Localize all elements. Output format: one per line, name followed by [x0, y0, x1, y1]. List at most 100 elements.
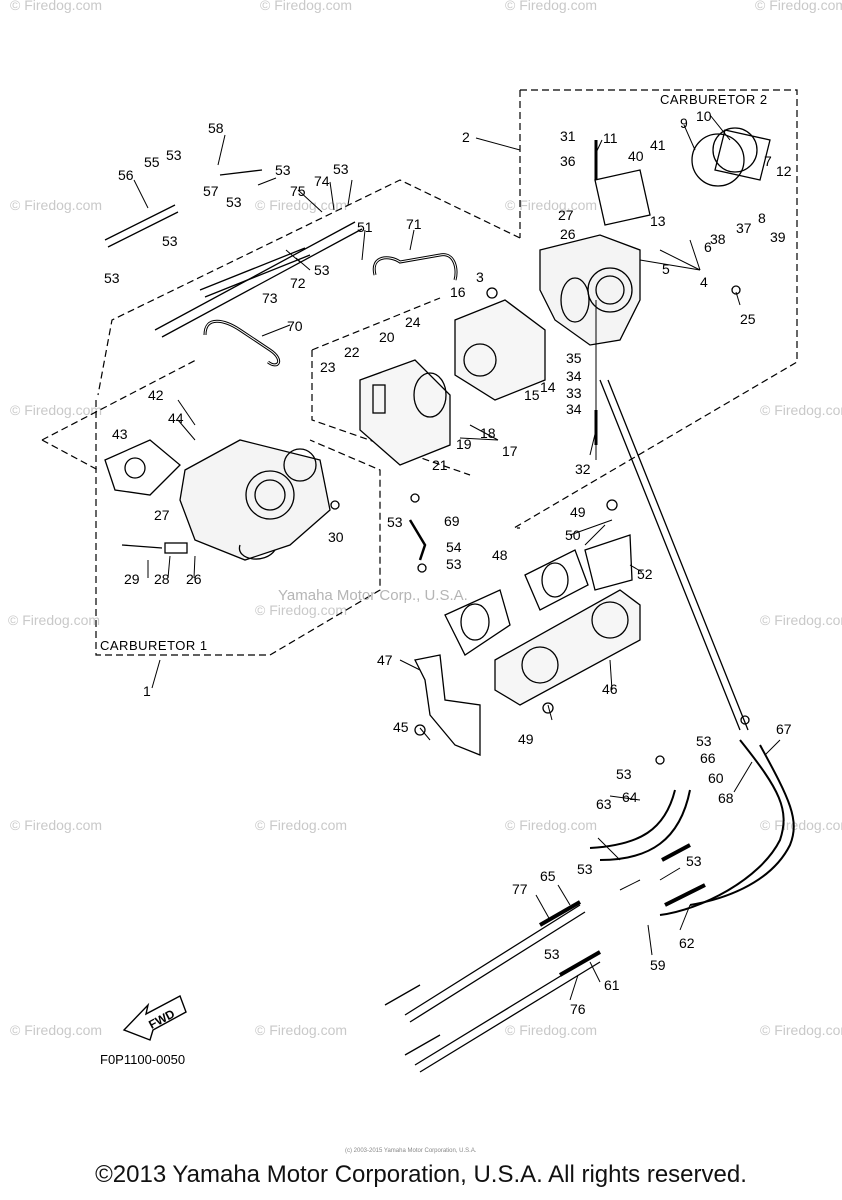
part-label-32: 32 [575, 461, 591, 477]
firedog-watermark: © Firedog.com [10, 0, 102, 13]
part-label-19: 19 [456, 436, 472, 452]
carburetor-2-title: CARBURETOR 2 [660, 92, 768, 107]
part-label-54: 54 [446, 539, 462, 555]
part-label-22: 22 [344, 344, 360, 360]
yamaha-watermark: Yamaha Motor Corp., U.S.A. [278, 587, 468, 604]
part-label-42: 42 [148, 387, 164, 403]
part-label-37: 37 [736, 220, 752, 236]
part-label-53: 53 [104, 270, 120, 286]
part-label-31: 31 [560, 128, 576, 144]
part-label-53: 53 [696, 733, 712, 749]
tiny-credit: (c) 2003-2015 Yamaha Motor Corporation, … [345, 1148, 477, 1154]
part-label-21: 21 [432, 457, 448, 473]
part-label-67: 67 [776, 721, 792, 737]
part-label-63: 63 [596, 796, 612, 812]
part-label-39: 39 [770, 229, 786, 245]
part-label-72: 72 [290, 275, 306, 291]
part-label-29: 29 [124, 571, 140, 587]
part-label-53: 53 [275, 162, 291, 178]
part-label-16: 16 [450, 284, 466, 300]
firedog-watermark: © Firedog.com [255, 1022, 347, 1038]
firedog-watermark: © Firedog.com [255, 817, 347, 833]
firedog-watermark: © Firedog.com [505, 1022, 597, 1038]
part-label-70: 70 [287, 318, 303, 334]
part-label-43: 43 [112, 426, 128, 442]
firedog-watermark: © Firedog.com [255, 602, 347, 618]
part-label-26: 26 [560, 226, 576, 242]
firedog-watermark: © Firedog.com [8, 612, 100, 628]
part-label-66: 66 [700, 750, 716, 766]
part-label-28: 28 [154, 571, 170, 587]
part-label-27: 27 [558, 207, 574, 223]
part-label-15: 15 [524, 387, 540, 403]
part-label-36: 36 [560, 153, 576, 169]
part-label-53: 53 [446, 556, 462, 572]
part-label-2: 2 [462, 129, 470, 145]
part-label-34: 34 [566, 368, 582, 384]
part-label-53: 53 [544, 946, 560, 962]
part-label-17: 17 [502, 443, 518, 459]
part-label-51: 51 [357, 219, 373, 235]
firedog-watermark: © Firedog.com [755, 0, 842, 13]
firedog-watermark: © Firedog.com [255, 197, 347, 213]
part-label-48: 48 [492, 547, 508, 563]
part-label-52: 52 [637, 566, 653, 582]
part-label-50: 50 [565, 527, 581, 543]
part-label-61: 61 [604, 977, 620, 993]
part-label-45: 45 [393, 719, 409, 735]
firedog-watermark: © Firedog.com [505, 197, 597, 213]
parts-artwork [104, 127, 795, 1073]
part-label-9: 9 [680, 115, 688, 131]
firedog-watermark: © Firedog.com [10, 197, 102, 213]
part-label-14: 14 [540, 379, 556, 395]
firedog-watermark: © Firedog.com [10, 817, 102, 833]
part-label-38: 38 [710, 231, 726, 247]
carburetor-1-title: CARBURETOR 1 [100, 638, 208, 653]
firedog-watermark: © Firedog.com [10, 402, 102, 418]
part-label-49: 49 [518, 731, 534, 747]
figure-reference: F0P1100-0050 [100, 1052, 185, 1067]
part-label-5: 5 [662, 261, 670, 277]
part-label-60: 60 [708, 770, 724, 786]
part-label-47: 47 [377, 652, 393, 668]
part-label-55: 55 [144, 154, 160, 170]
firedog-watermark: © Firedog.com [760, 612, 842, 628]
part-label-56: 56 [118, 167, 134, 183]
part-label-34: 34 [566, 401, 582, 417]
part-label-23: 23 [320, 359, 336, 375]
copyright-notice: ©2013 Yamaha Motor Corporation, U.S.A. A… [95, 1161, 747, 1188]
part-label-74: 74 [314, 173, 330, 189]
part-label-53: 53 [314, 262, 330, 278]
part-label-59: 59 [650, 957, 666, 973]
part-label-18: 18 [480, 425, 496, 441]
part-label-33: 33 [566, 385, 582, 401]
firedog-watermark: © Firedog.com [10, 1022, 102, 1038]
part-label-12: 12 [776, 163, 792, 179]
part-label-53: 53 [226, 194, 242, 210]
part-label-40: 40 [628, 148, 644, 164]
part-label-53: 53 [162, 233, 178, 249]
part-label-53: 53 [387, 514, 403, 530]
part-label-53: 53 [166, 147, 182, 163]
part-label-24: 24 [405, 314, 421, 330]
part-label-13: 13 [650, 213, 666, 229]
part-label-30: 30 [328, 529, 344, 545]
part-label-7: 7 [764, 153, 772, 169]
part-label-35: 35 [566, 350, 582, 366]
part-label-41: 41 [650, 137, 666, 153]
fwd-arrow-icon: FWD [122, 995, 187, 1041]
part-label-25: 25 [740, 311, 756, 327]
firedog-watermark: © Firedog.com [760, 1022, 842, 1038]
part-label-77: 77 [512, 881, 528, 897]
firedog-watermark: © Firedog.com [260, 0, 352, 13]
part-label-58: 58 [208, 120, 224, 136]
part-label-4: 4 [700, 274, 708, 290]
part-label-71: 71 [406, 216, 422, 232]
part-label-44: 44 [168, 410, 184, 426]
part-label-53: 53 [616, 766, 632, 782]
firedog-watermark: © Firedog.com [760, 817, 842, 833]
part-label-1: 1 [143, 683, 151, 699]
part-label-57: 57 [203, 183, 219, 199]
